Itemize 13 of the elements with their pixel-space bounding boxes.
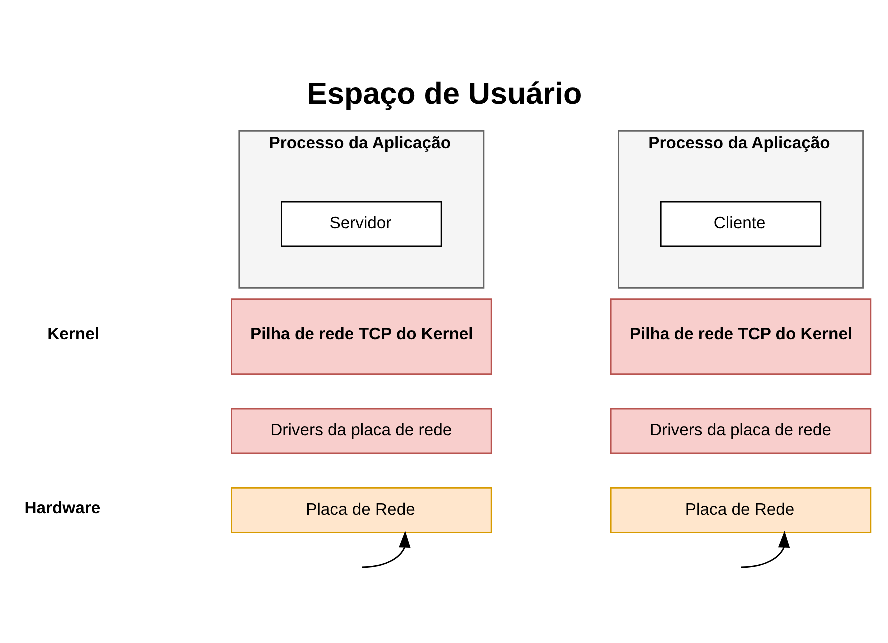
label: Hardware: [24, 498, 101, 517]
label: Kernel: [48, 324, 100, 344]
arrow: [741, 530, 790, 568]
node-box: Pilha de rede TCP do Kernel: [610, 298, 872, 374]
node-box: Servidor: [281, 200, 442, 247]
diagram-title: Espaço de Usuário: [307, 76, 582, 111]
node-box: Placa de Rede: [610, 487, 872, 533]
node-box: Pilha de rede TCP do Kernel: [231, 298, 492, 374]
node-box: Drivers da placa de rede: [231, 408, 492, 454]
node-box: Drivers da placa de rede: [610, 408, 872, 454]
node-box: Cliente: [660, 200, 822, 247]
node-box: Placa de Rede: [231, 487, 492, 533]
arrow: [362, 530, 411, 568]
